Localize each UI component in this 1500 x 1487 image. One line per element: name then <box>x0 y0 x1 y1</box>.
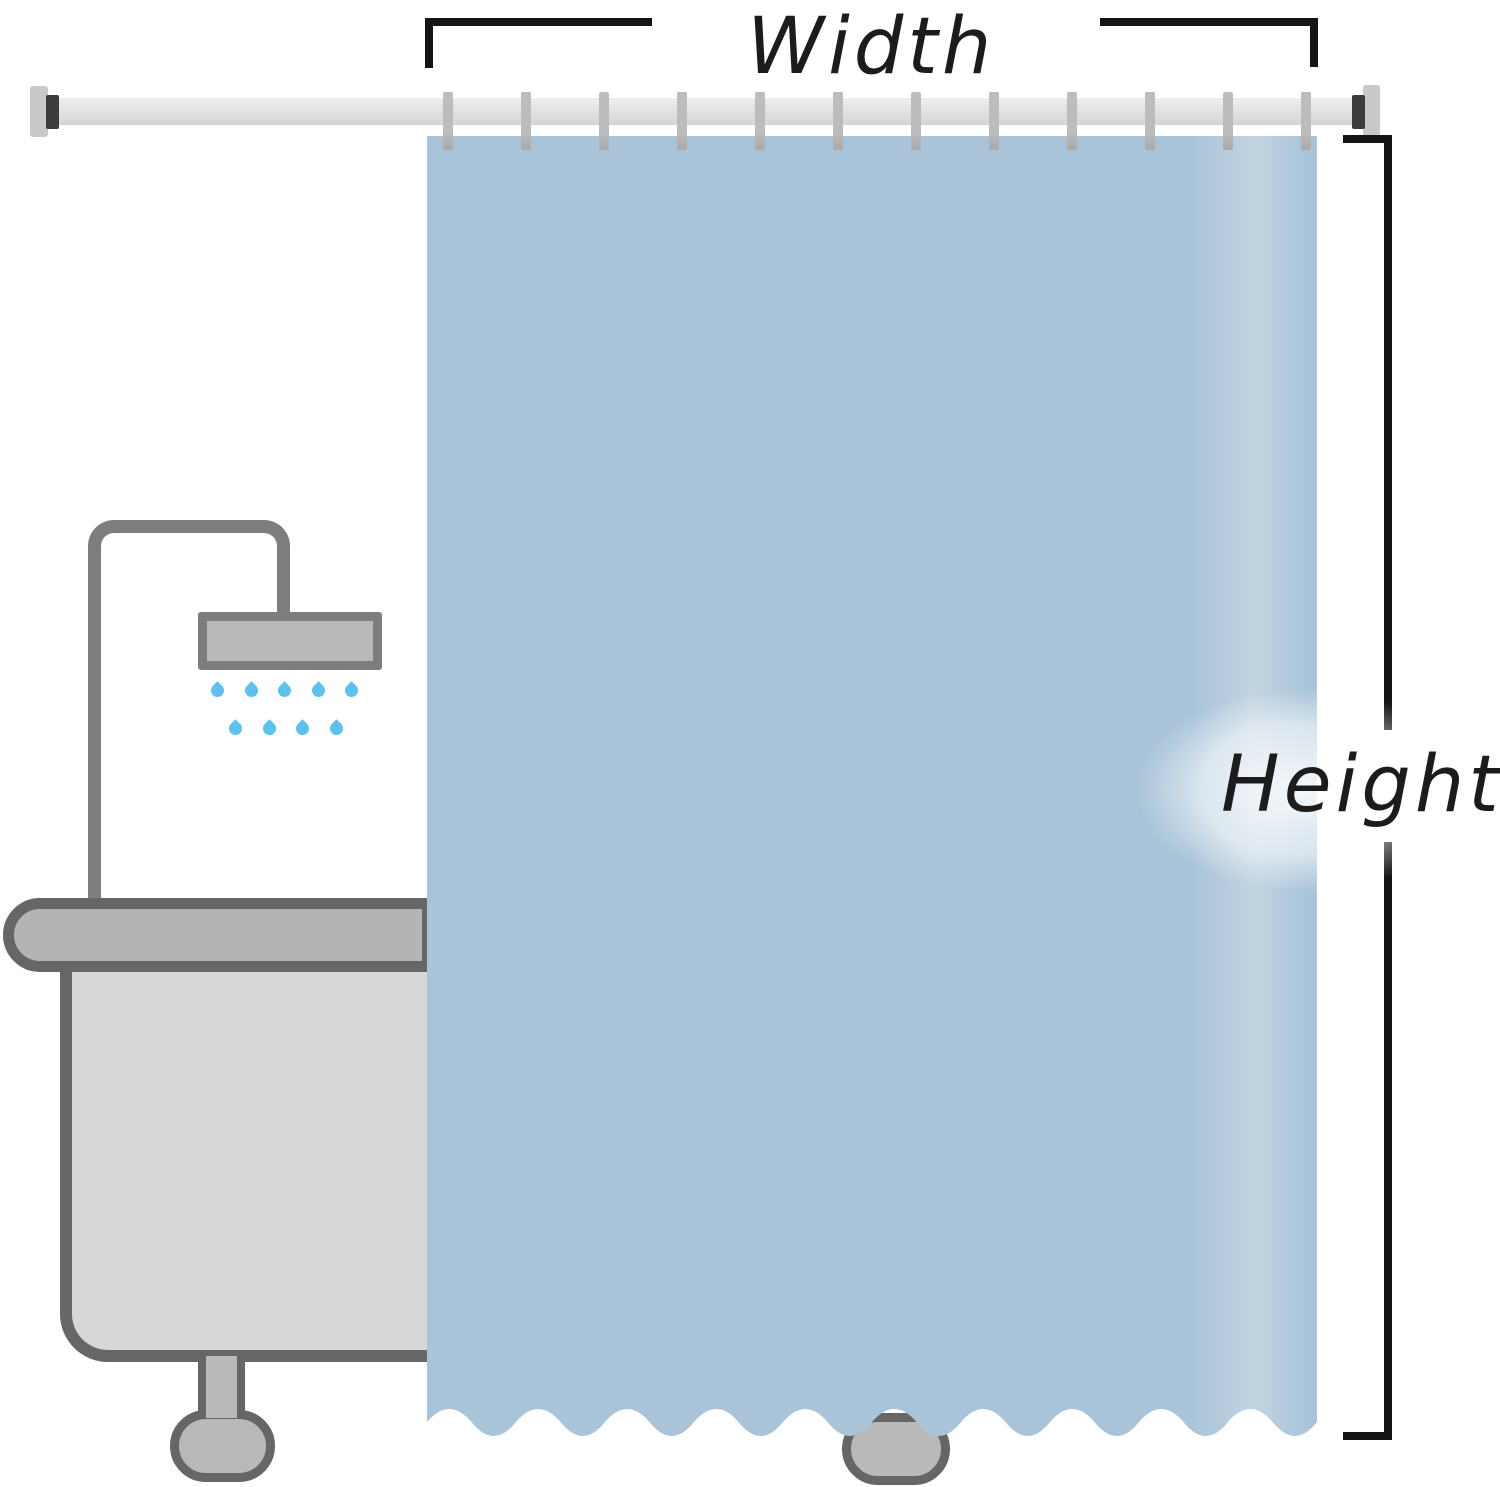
width-label: Width <box>747 2 996 92</box>
bathtub-rim-icon <box>3 898 433 972</box>
rod-wall-mount-left <box>30 86 48 137</box>
curtain-hook-icon <box>443 92 453 150</box>
height-bracket-end-bottom <box>1343 1432 1392 1440</box>
height-bracket-line-lower <box>1384 842 1392 1432</box>
bathtub-foot-left-icon <box>170 1410 275 1482</box>
rod-end-cap-right <box>1352 95 1365 129</box>
curtain-hook-icon <box>833 92 843 150</box>
rod-wall-mount-right <box>1363 85 1380 137</box>
curtain-hook-icon <box>1223 92 1233 150</box>
shower-pipe-riser-icon <box>88 608 101 903</box>
water-drop-icon <box>293 719 312 738</box>
water-drop-icon <box>241 681 261 700</box>
curtain-hook-icon <box>755 92 765 150</box>
curtain-hook-icon <box>599 92 609 150</box>
bathtub-foot-left-stem-icon <box>198 1356 245 1418</box>
water-drops-row-1 <box>208 681 371 704</box>
curtain-hook-icon <box>1067 92 1077 150</box>
curtain-rod-icon <box>47 98 1352 125</box>
height-bracket-end-top <box>1343 135 1392 143</box>
height-bracket-line-upper <box>1384 141 1392 730</box>
rod-end-cap-left <box>46 95 59 129</box>
width-bracket-line-right <box>1100 18 1318 26</box>
curtain-hook-icon <box>677 92 687 150</box>
width-bracket-end-right <box>1310 18 1318 67</box>
shower-pipe-icon <box>88 520 290 615</box>
curtain-hooks <box>443 92 1313 150</box>
water-drop-icon <box>226 719 245 738</box>
bathtub-foot-right-icon <box>842 1413 950 1485</box>
water-drop-icon <box>342 681 361 700</box>
water-drop-icon <box>326 719 346 738</box>
water-drops-row-2 <box>226 719 359 742</box>
water-drop-icon <box>308 681 328 700</box>
water-drop-icon <box>259 719 279 738</box>
curtain-hook-icon <box>521 92 531 150</box>
width-bracket-line-left <box>425 18 652 26</box>
height-label: Height <box>1221 740 1500 830</box>
width-bracket-end-left <box>425 18 433 68</box>
curtain-hook-icon <box>1301 92 1311 150</box>
curtain-hook-icon <box>1145 92 1155 150</box>
shower-head-icon <box>198 612 382 670</box>
water-drop-icon <box>275 681 294 700</box>
curtain-hook-icon <box>911 92 921 150</box>
curtain-hook-icon <box>989 92 999 150</box>
water-drop-icon <box>208 681 227 700</box>
bathtub-body-icon <box>60 970 433 1362</box>
